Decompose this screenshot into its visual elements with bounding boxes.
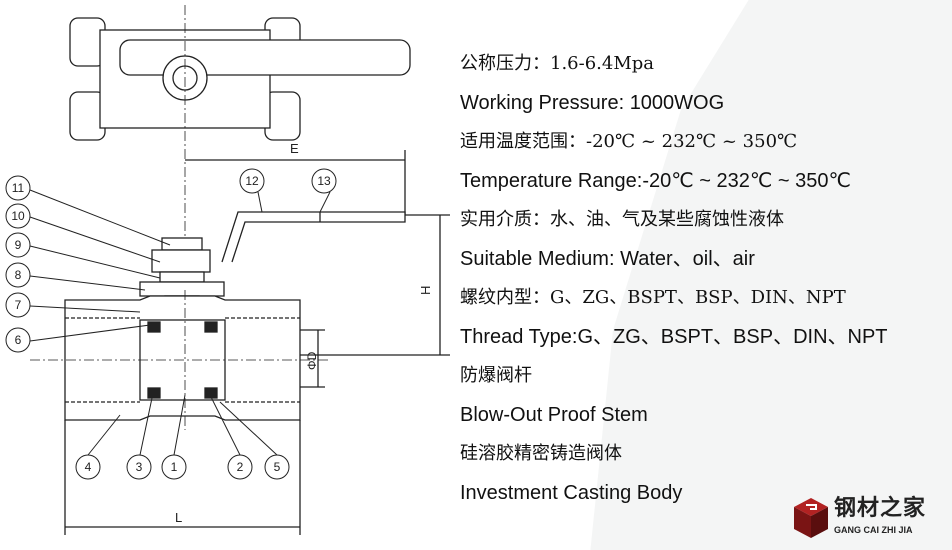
dimension-h-label: H <box>418 286 433 295</box>
spec-stem-cn: 防爆阀杆 <box>460 365 532 386</box>
part-label: 12 <box>245 174 259 188</box>
dimension-l-label: L <box>175 510 182 525</box>
part-label: 9 <box>15 238 22 252</box>
part-label: 7 <box>15 298 22 312</box>
spec-thread-cn: 螺纹内型：G、ZG、BSPT、BSP、DIN、NPT <box>460 287 846 308</box>
part-label: 5 <box>274 460 281 474</box>
spec-nominal-pressure-cn: 公称压力：1.6-6.4Mpa <box>460 53 655 74</box>
part-label: 11 <box>12 181 25 195</box>
handle <box>221 211 406 263</box>
dimension-h: H <box>300 214 450 356</box>
part-callouts: 11 10 9 8 7 6 12 13 4 3 1 2 5 <box>5 168 337 480</box>
spec-blowout-stem: Blow-Out Proof Stem <box>460 404 648 426</box>
dimension-e: E <box>185 141 406 215</box>
part-label: 13 <box>317 174 331 188</box>
spec-investment-casting: Investment Casting Body <box>460 482 683 504</box>
top-view <box>69 5 411 240</box>
valve-body <box>30 290 330 430</box>
dimension-l: L <box>64 420 301 535</box>
spec-thread-type: Thread Type:G、ZG、BSPT、BSP、DIN、NPT <box>460 326 888 348</box>
spec-medium-cn: 实用介质：水、油、气及某些腐蚀性液体 <box>460 209 784 230</box>
dimension-d: ΦD <box>300 329 325 388</box>
part-label: 3 <box>136 460 143 474</box>
part-label: 2 <box>237 460 244 474</box>
spec-temperature-cn: 适用温度范围：-20℃ ~ 232℃ ~ 350℃ <box>460 131 798 152</box>
part-label: 1 <box>171 460 178 474</box>
logo-text-en: GANG CAI ZHI JIA <box>834 525 913 535</box>
dimension-d-label: ΦD <box>305 351 319 370</box>
logo-text-cn: 钢材之家 <box>834 496 927 521</box>
part-label: 8 <box>15 268 22 282</box>
part-label: 4 <box>85 460 92 474</box>
brand-logo: 钢材之家 GANG CAI ZHI JIA <box>792 496 947 542</box>
dimension-e-label: E <box>290 141 299 156</box>
part-label: 6 <box>15 333 22 347</box>
spec-casting-cn: 硅溶胶精密铸造阀体 <box>460 443 622 464</box>
spec-working-pressure: Working Pressure: 1000WOG <box>460 92 725 114</box>
spec-temperature-range: Temperature Range:-20℃ ~ 232℃ ~ 350℃ <box>460 170 851 192</box>
logo-cube-icon <box>794 498 828 538</box>
part-label: 10 <box>11 209 25 223</box>
spec-suitable-medium: Suitable Medium: Water、oil、air <box>460 248 755 270</box>
